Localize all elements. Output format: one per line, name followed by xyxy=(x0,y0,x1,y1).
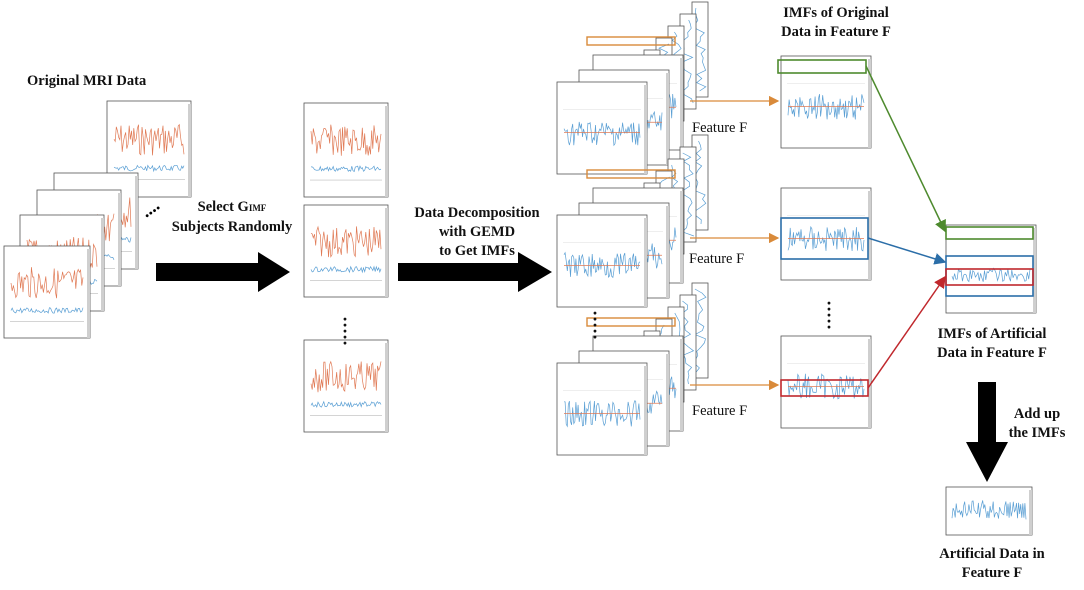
label-original-mri: Original MRI Data xyxy=(27,73,147,89)
label-art-line2: Feature F xyxy=(961,565,1023,581)
imf-stack2-panel-1-shadow xyxy=(644,218,647,307)
label-imfs-original: IMFs of Original Data in Feature F xyxy=(756,4,916,42)
arrow-green xyxy=(865,65,946,233)
selected-panel-2-orange-signal xyxy=(310,225,382,258)
artificial-data-panel-shadow xyxy=(1029,490,1032,535)
imf-feature-panel-3-shadow xyxy=(868,339,871,428)
selected-panel-2-shadow xyxy=(385,208,388,297)
arrow-red xyxy=(867,275,946,389)
ellipsis-imf-column: ····· xyxy=(825,293,832,337)
selected-panel-1-shadow xyxy=(385,106,388,197)
label-imfs-artificial: IMFs of Artificial Data in Feature F xyxy=(912,325,1072,363)
label-add-line2: the IMFs xyxy=(1008,425,1066,441)
label-select-line2: Subjects Randomly xyxy=(171,219,293,235)
imf-stack2-panel-1-signal xyxy=(563,251,641,279)
artificial-imfs-panel-shadow xyxy=(1033,228,1036,313)
imf-stack1-strip-5-signal xyxy=(694,7,707,92)
imf-stack1-bracket xyxy=(586,36,676,46)
ellipsis-imf-stacks: ····· xyxy=(591,303,598,347)
label-imfs-orig-line2: Data in Feature F xyxy=(781,24,891,40)
imf-stack2-panel-2-shadow xyxy=(666,206,669,298)
artificial-data-signal xyxy=(951,500,1027,520)
arrow-decompose xyxy=(398,252,552,292)
mri-panel-4-shadow xyxy=(135,176,138,269)
imf-stack3-bracket xyxy=(586,317,676,327)
mri-panel-back-blue-signal xyxy=(113,164,185,173)
arrow-blue xyxy=(867,237,947,265)
label-feature-f-1: Feature F xyxy=(692,120,748,136)
imf-feature-panel-2-signal xyxy=(787,225,865,252)
imf-stack3-panel-1 xyxy=(556,362,648,456)
imf-stack3-panel-2-shadow xyxy=(666,354,669,446)
label-decomposition: Data Decomposition with GEMD to Get IMFs xyxy=(397,204,557,261)
artificial-imfs-signal xyxy=(951,267,1031,283)
label-imfs-art-line1: IMFs of Artificial xyxy=(937,326,1047,342)
imf-stack1-panel-3-shadow xyxy=(680,58,683,150)
mri-panel-back-shadow xyxy=(188,104,191,197)
imf-feature-panel-1-shadow xyxy=(868,59,871,148)
imf-stack1-panel-1-shadow xyxy=(644,85,647,174)
label-feature-f-2: Feature F xyxy=(689,251,745,267)
selected-panel-3-orange-signal xyxy=(310,360,382,393)
imf-feature-panel-2 xyxy=(780,187,872,281)
imf-stacks xyxy=(556,1,780,456)
imf-stack2-bracket xyxy=(586,169,676,179)
flow-arrows xyxy=(156,252,1008,482)
selected-panel-1-orange-signal xyxy=(310,124,382,156)
imf-feature-column xyxy=(777,55,872,429)
label-select-line1: Select GIMF xyxy=(197,199,267,215)
selected-panel-1-blue-signal xyxy=(310,165,382,173)
imf-stack2-panel-3-shadow xyxy=(680,191,683,283)
imf-stack1-panel-1-signal xyxy=(563,121,641,147)
mri-panel-back-orange-signal xyxy=(113,123,185,156)
arrow-select xyxy=(156,252,290,292)
label-decomp-line2: with GEMD xyxy=(438,224,516,240)
mri-panel-front-blue-signal xyxy=(10,307,84,314)
arrow-add-up xyxy=(966,382,1008,482)
original-mri-stack: .... xyxy=(3,100,192,339)
selected-panel-3-shadow xyxy=(385,343,388,432)
imf-stack3-panel-3-shadow xyxy=(680,339,683,431)
imf-stack2-panel-1 xyxy=(556,214,648,308)
label-select-subjects: Select GIMF Subjects Randomly xyxy=(158,198,306,237)
mri-panel-front-orange-signal xyxy=(10,267,84,299)
selected-panel-2-blue-signal xyxy=(310,265,382,274)
selected-panel-2 xyxy=(303,204,389,298)
ellipsis-selected: ····· xyxy=(341,309,348,353)
mri-panel-2-shadow xyxy=(101,218,104,311)
imf-stack3-panel-1-shadow xyxy=(644,366,647,455)
label-art-line1: Artificial Data in xyxy=(939,546,1045,562)
label-artificial-data: Artificial Data in Feature F xyxy=(912,545,1072,583)
imf-feature-panel-1 xyxy=(780,55,872,149)
label-decomp-line3: to Get IMFs xyxy=(439,243,515,259)
label-decomp-line1: Data Decomposition xyxy=(414,205,540,221)
imf-stack3-panel-1-signal xyxy=(564,400,641,428)
selected-panel-3 xyxy=(303,339,389,433)
selected-subjects xyxy=(303,102,389,433)
label-imfs-orig-line1: IMFs of Original xyxy=(783,5,889,21)
selected-panel-3-blue-signal xyxy=(310,400,382,409)
artificial-imfs xyxy=(865,65,1037,536)
imf-feature-panel-2-shadow xyxy=(868,191,871,280)
label-add-line1: Add up xyxy=(1013,406,1061,422)
imf-stack1-panel-2-shadow xyxy=(666,73,669,165)
label-imfs-art-line2: Data in Feature F xyxy=(937,345,1047,361)
mri-panel-3-shadow xyxy=(118,193,121,286)
artificial-green-slot xyxy=(945,226,1034,240)
label-feature-f-3: Feature F xyxy=(692,403,748,419)
label-add-up: Add up the IMFs xyxy=(1002,405,1072,443)
artificial-red-slot xyxy=(945,268,1034,286)
mri-panel-front-shadow xyxy=(87,249,90,338)
